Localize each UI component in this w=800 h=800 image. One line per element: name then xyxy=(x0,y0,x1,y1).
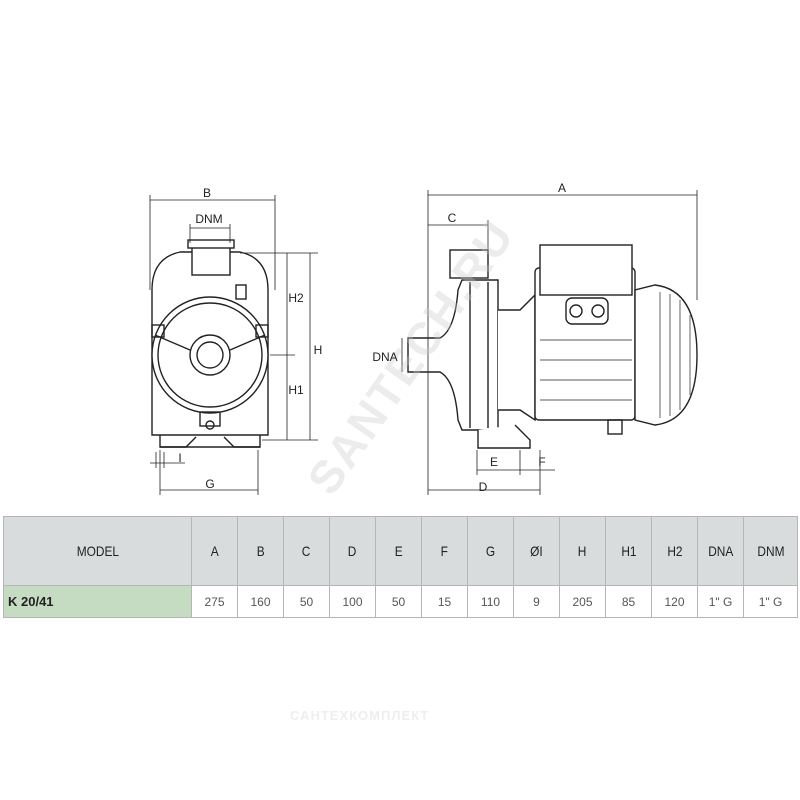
header-g: G xyxy=(467,516,514,586)
header-f: F xyxy=(421,516,468,586)
dim-label-c: C xyxy=(447,211,457,225)
header-dnm: DNM xyxy=(743,516,798,586)
cell-model: K 20/41 xyxy=(3,585,192,618)
header-oi: ØI xyxy=(513,516,560,586)
header-h: H xyxy=(559,516,606,586)
front-view xyxy=(151,239,269,448)
cell-dna: 1" G xyxy=(697,585,744,618)
cell-e: 50 xyxy=(375,585,422,618)
cell-c: 50 xyxy=(283,585,330,618)
cell-h: 205 xyxy=(559,585,606,618)
dim-label-i: I xyxy=(178,451,182,465)
header-h2: H2 xyxy=(651,516,698,586)
dim-label-dna: DNA xyxy=(372,350,398,364)
dim-label-h: H xyxy=(313,343,323,357)
cell-h2: 120 xyxy=(651,585,698,618)
dim-label-d: D xyxy=(478,480,488,494)
dim-label-e: E xyxy=(489,455,499,469)
cell-oi: 9 xyxy=(513,585,560,618)
table-header-row: MODEL A B C D E F G ØI H H1 H2 DNA DNM xyxy=(3,516,798,586)
cell-h1: 85 xyxy=(605,585,652,618)
dim-label-b: B xyxy=(202,186,212,200)
dim-label-a: A xyxy=(557,181,567,195)
cell-d: 100 xyxy=(329,585,376,618)
header-dna: DNA xyxy=(697,516,744,586)
cell-a: 275 xyxy=(191,585,238,618)
table-row: K 20/41 275 160 50 100 50 15 110 9 205 8… xyxy=(3,585,798,618)
cell-g: 110 xyxy=(467,585,514,618)
cell-b: 160 xyxy=(237,585,284,618)
header-h1: H1 xyxy=(605,516,652,586)
front-dimension-lines xyxy=(149,195,318,495)
cell-dnm: 1" G xyxy=(743,585,798,618)
dim-label-h2: H2 xyxy=(288,291,304,305)
watermark-bottom: САНТЕХКОМПЛЕКТ xyxy=(290,708,430,723)
header-model: MODEL xyxy=(3,516,192,586)
cell-f: 15 xyxy=(421,585,468,618)
pump-dimension-drawing xyxy=(149,190,698,495)
dim-label-f: F xyxy=(538,455,546,469)
header-d: D xyxy=(329,516,376,586)
dim-label-g: G xyxy=(205,477,215,491)
header-b: B xyxy=(237,516,284,586)
dimensions-table: MODEL A B C D E F G ØI H H1 H2 DNA DNM K… xyxy=(3,516,798,618)
dim-label-dnm: DNM xyxy=(195,212,223,226)
side-view xyxy=(407,244,698,449)
header-c: C xyxy=(283,516,330,586)
dim-label-h1: H1 xyxy=(288,383,304,397)
header-a: A xyxy=(191,516,238,586)
side-dimension-lines xyxy=(401,190,698,495)
header-e: E xyxy=(375,516,422,586)
